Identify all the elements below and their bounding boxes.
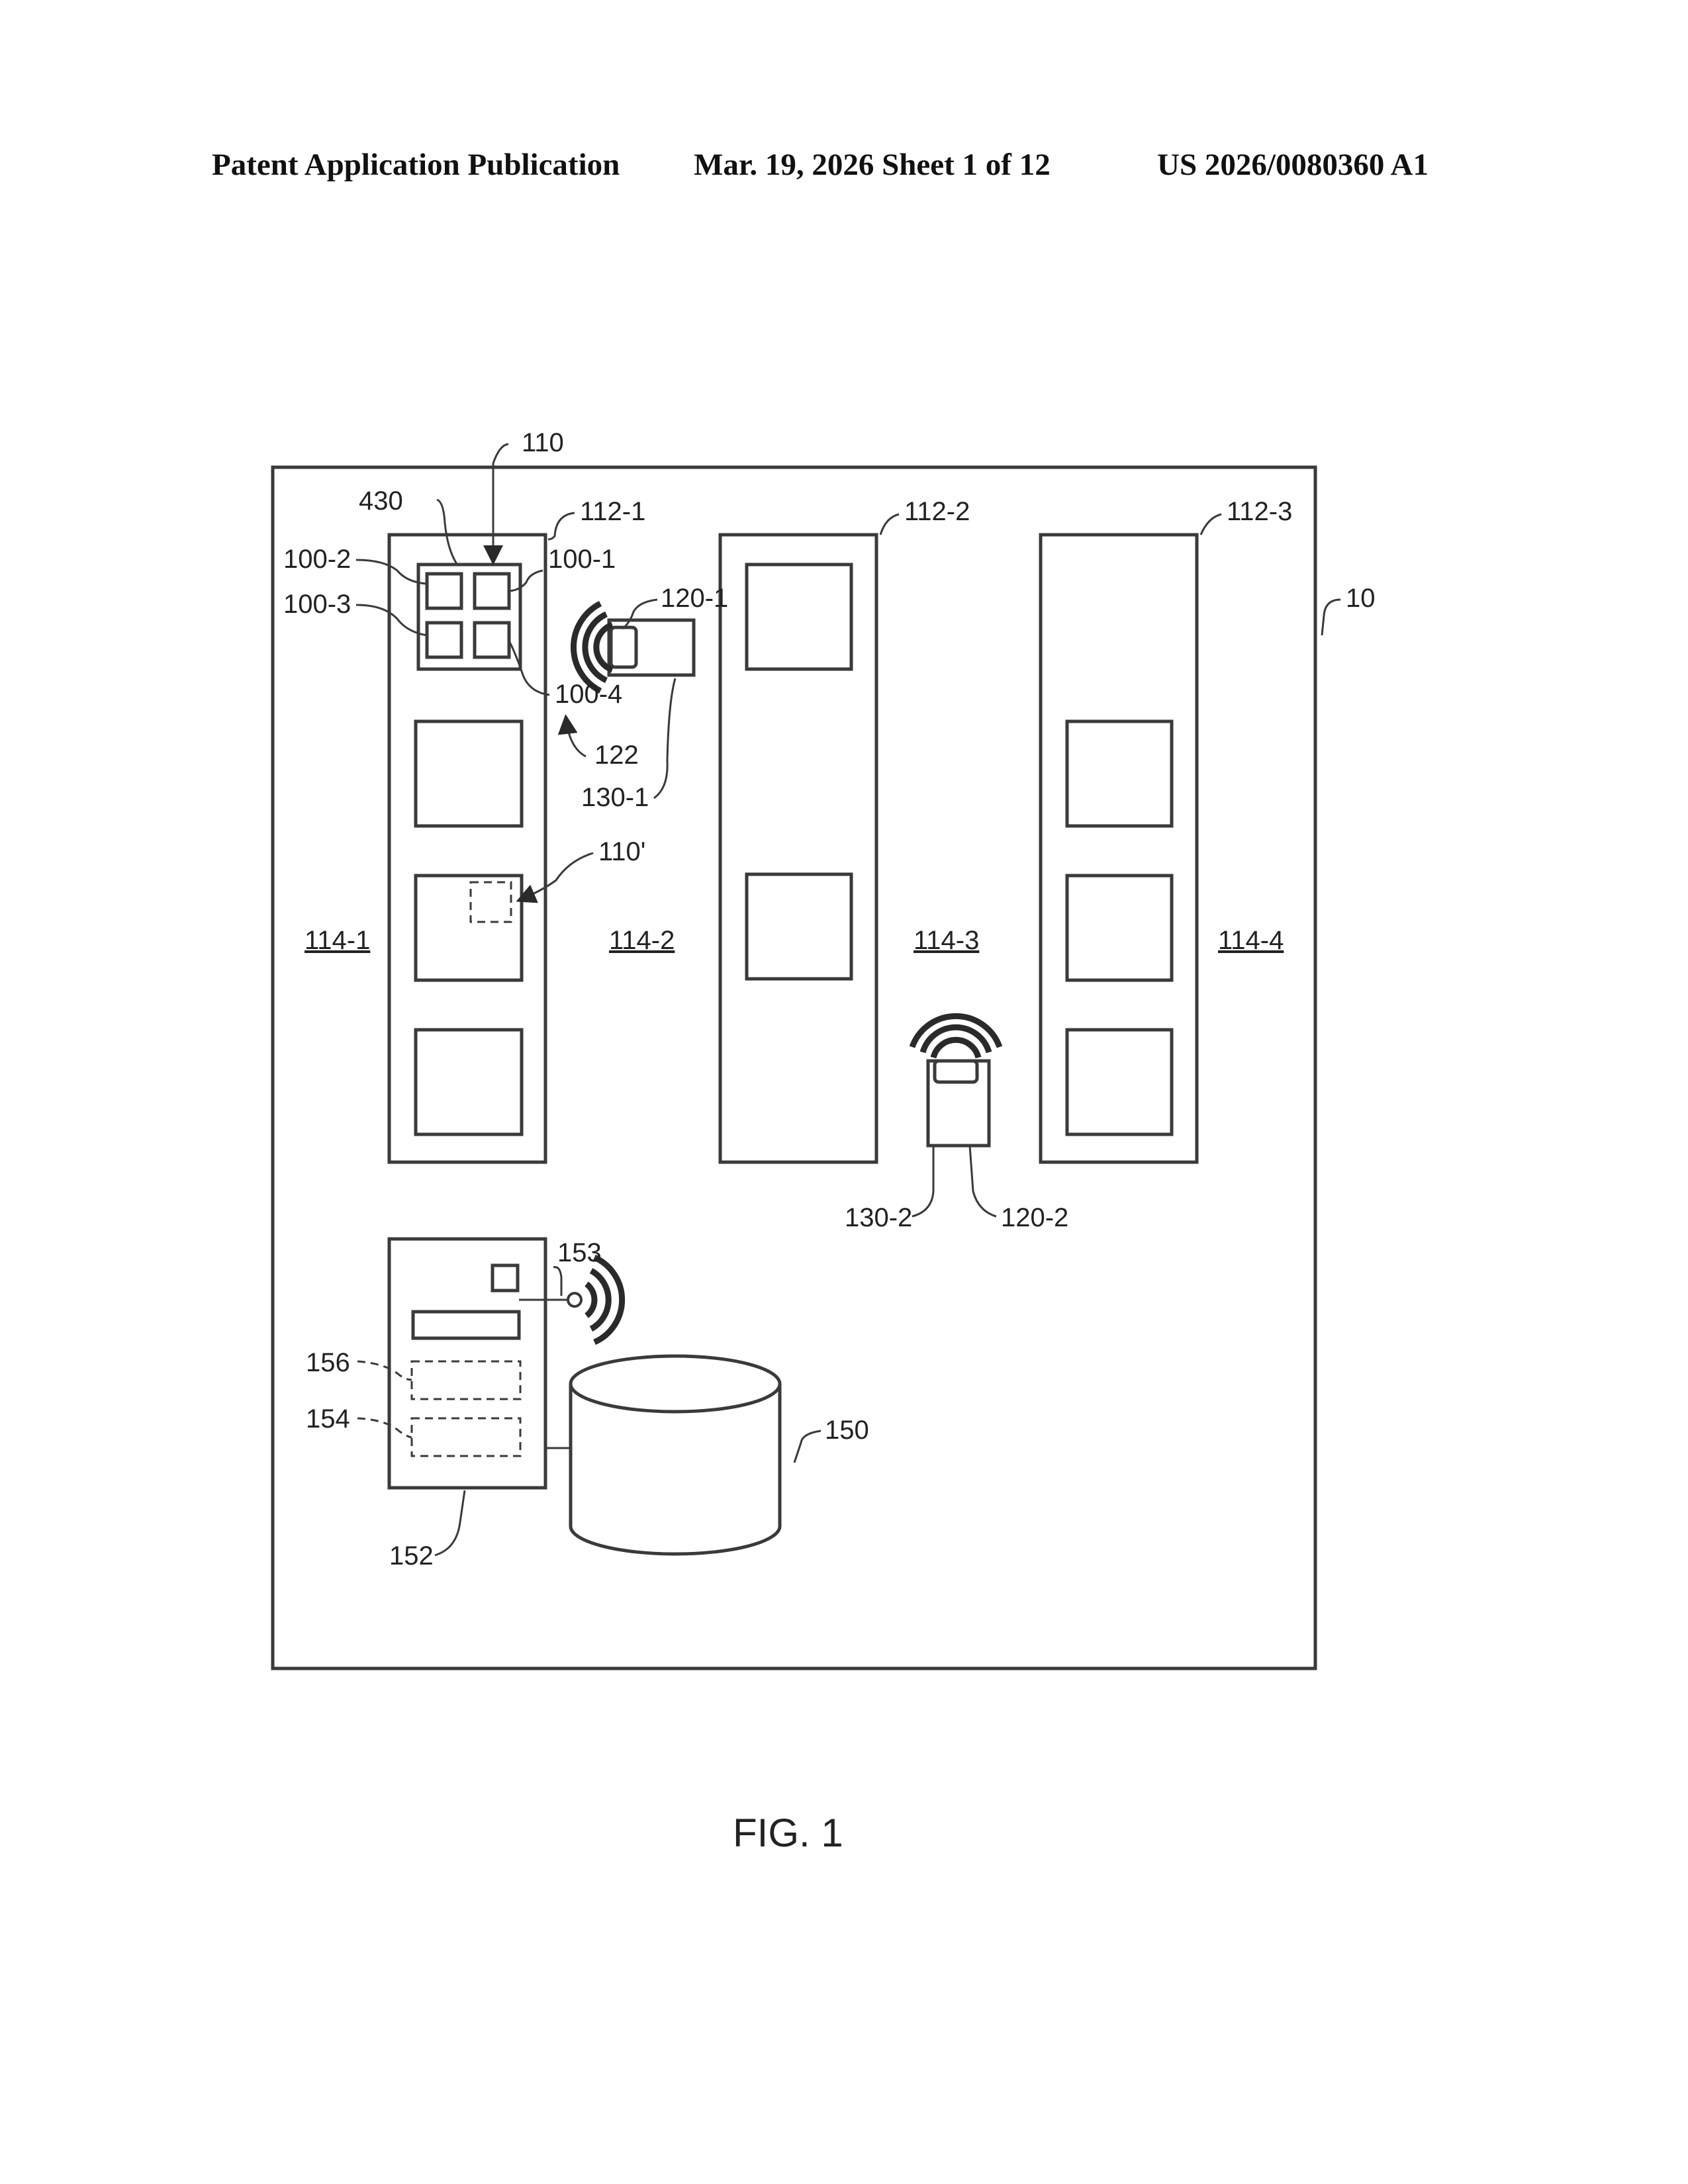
- shelf-112-1-slot-2: [416, 721, 522, 826]
- shelf-112-3-slot-2: [1067, 876, 1172, 980]
- aisle-114-4: 114-4: [1218, 926, 1284, 955]
- ref-120-2: 120-2: [1001, 1203, 1068, 1232]
- ref-130-2: 130-2: [845, 1203, 912, 1232]
- aisle-114-1: 114-1: [305, 926, 370, 955]
- shelf-112-2-slot-1: [747, 565, 851, 669]
- ref-154: 154: [306, 1404, 350, 1433]
- shelf-112-3-slot-1: [1067, 721, 1172, 826]
- tag-100-2: [427, 574, 461, 608]
- server-indicator: [492, 1265, 518, 1291]
- ref-100-4: 100-4: [555, 680, 622, 709]
- tag-100-4: [475, 623, 509, 657]
- ref-112-1: 112-1: [580, 497, 645, 526]
- server-152: [389, 1239, 545, 1488]
- tag-100-3: [427, 623, 461, 657]
- ref-110-prime: 110': [598, 837, 645, 866]
- ref-110: 110: [522, 428, 564, 457]
- ref-122: 122: [594, 741, 639, 770]
- ref-156: 156: [306, 1348, 350, 1377]
- ref-120-1: 120-1: [661, 584, 728, 613]
- aisle-114-2: 114-2: [609, 926, 675, 955]
- ref-430: 430: [359, 486, 403, 516]
- aisle-114-3: 114-3: [914, 926, 979, 955]
- server-drive-bay: [413, 1312, 519, 1338]
- tag-100-1: [475, 574, 509, 608]
- ref-150: 150: [825, 1416, 869, 1445]
- ref-100-1: 100-1: [548, 545, 616, 574]
- ref-100-2: 100-2: [283, 545, 351, 574]
- ref-112-2: 112-2: [904, 497, 970, 526]
- antenna-153: [568, 1293, 581, 1306]
- shelf-112-1-slot-4: [416, 1030, 522, 1134]
- ref-10: 10: [1346, 584, 1376, 613]
- ref-153: 153: [557, 1238, 602, 1267]
- shelf-112-1-slot-3: [416, 876, 522, 980]
- ref-130-1: 130-1: [581, 783, 649, 812]
- shelf-112-2-slot-2: [747, 874, 851, 979]
- ref-112-3: 112-3: [1227, 497, 1292, 526]
- ref-100-3: 100-3: [283, 590, 351, 619]
- figure-caption: FIG. 1: [733, 1811, 843, 1855]
- ref-152: 152: [389, 1541, 434, 1570]
- antenna-120-2: [935, 1061, 977, 1082]
- antenna-120-1: [611, 627, 636, 667]
- shelf-112-3-slot-3: [1067, 1030, 1172, 1134]
